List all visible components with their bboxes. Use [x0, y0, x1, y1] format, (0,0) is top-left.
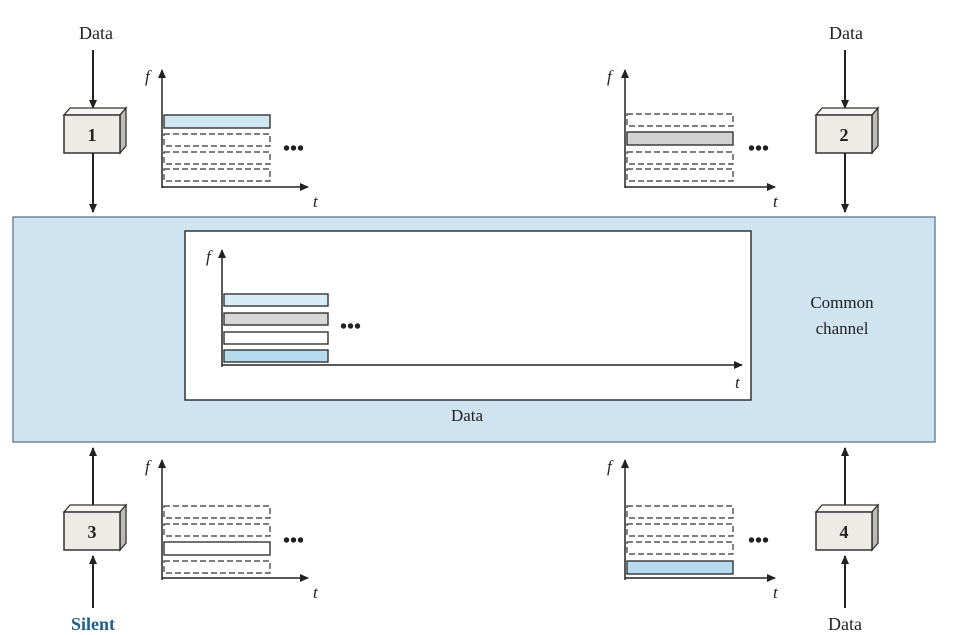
station-4-io-label: Data — [828, 614, 862, 634]
station-4-spectrum: f t ••• — [607, 457, 779, 602]
station-4-active-band — [626, 560, 734, 575]
station-3-unused-band — [163, 541, 271, 556]
station-3-box-top — [62, 504, 128, 513]
station-4-idle-band — [626, 541, 734, 555]
station-1-ellipsis: ••• — [283, 138, 304, 160]
station-4-idle-band — [626, 523, 734, 537]
station-2-box-top — [814, 107, 880, 116]
combined-f-label: f — [206, 247, 213, 266]
station-3-t-label: t — [313, 583, 319, 602]
station-3-f-label: f — [145, 457, 152, 476]
common-channel-label-line1: Common — [810, 293, 874, 312]
station-2-f-label: f — [607, 67, 614, 86]
station-2-box — [815, 114, 873, 154]
station-4-f-label: f — [607, 457, 614, 476]
station-3-box-side — [119, 503, 127, 552]
station-1-t-label: t — [313, 192, 319, 211]
combined-band-2 — [223, 312, 329, 326]
combined-band-1 — [223, 293, 329, 307]
station-3-idle-band — [163, 505, 271, 519]
station-3-box — [63, 511, 121, 551]
combined-caption: Data — [451, 406, 484, 425]
common-channel-label-line2: channel — [816, 319, 869, 338]
station-1-box — [63, 114, 121, 154]
station-1-spectrum: f t ••• — [145, 67, 319, 211]
station-1-f-label: f — [145, 67, 152, 86]
combined-band-4 — [223, 349, 329, 363]
combined-band-3 — [223, 331, 329, 345]
station-2-t-label: t — [773, 192, 779, 211]
station-1-box-side — [119, 106, 127, 155]
station-1-io-label: Data — [79, 23, 113, 43]
station-2-box-side — [871, 106, 879, 155]
station-2-idle-band — [626, 113, 734, 127]
station-2-idle-band — [626, 151, 734, 165]
station-1-idle-band — [163, 133, 271, 147]
station-2-idle-band — [626, 168, 734, 182]
station-3-idle-band — [163, 560, 271, 574]
station-2-ellipsis: ••• — [748, 138, 769, 160]
station-1-box-top — [62, 107, 128, 116]
station-4-box — [815, 511, 873, 551]
combined-ellipsis: ••• — [340, 316, 361, 338]
station-2-number: 2 — [840, 125, 849, 145]
station-2-active-band — [626, 131, 734, 146]
station-3: 3 Silent — [62, 447, 128, 634]
station-3-io-label: Silent — [71, 614, 115, 634]
station-1-idle-band — [163, 151, 271, 165]
station-2-spectrum: f t ••• — [607, 67, 779, 211]
station-4-ellipsis: ••• — [748, 530, 769, 552]
station-1-active-band — [163, 114, 271, 129]
station-4: 4 Data — [814, 447, 880, 634]
station-1-idle-band — [163, 168, 271, 182]
station-4-idle-band — [626, 505, 734, 519]
station-3-ellipsis: ••• — [283, 530, 304, 552]
station-1-number: 1 — [88, 125, 97, 145]
station-3-spectrum: f t ••• — [145, 457, 319, 602]
station-3-idle-band — [163, 523, 271, 537]
station-4-box-side — [871, 503, 879, 552]
station-1: Data 1 — [62, 23, 128, 213]
station-4-number: 4 — [840, 522, 849, 542]
combined-t-label: t — [735, 373, 741, 392]
station-2: Data 2 — [814, 23, 880, 213]
station-3-number: 3 — [88, 522, 97, 542]
station-2-io-label: Data — [829, 23, 863, 43]
combined-spectrum-box: f t ••• Data — [184, 230, 752, 425]
station-4-t-label: t — [773, 583, 779, 602]
station-4-box-top — [814, 504, 880, 513]
